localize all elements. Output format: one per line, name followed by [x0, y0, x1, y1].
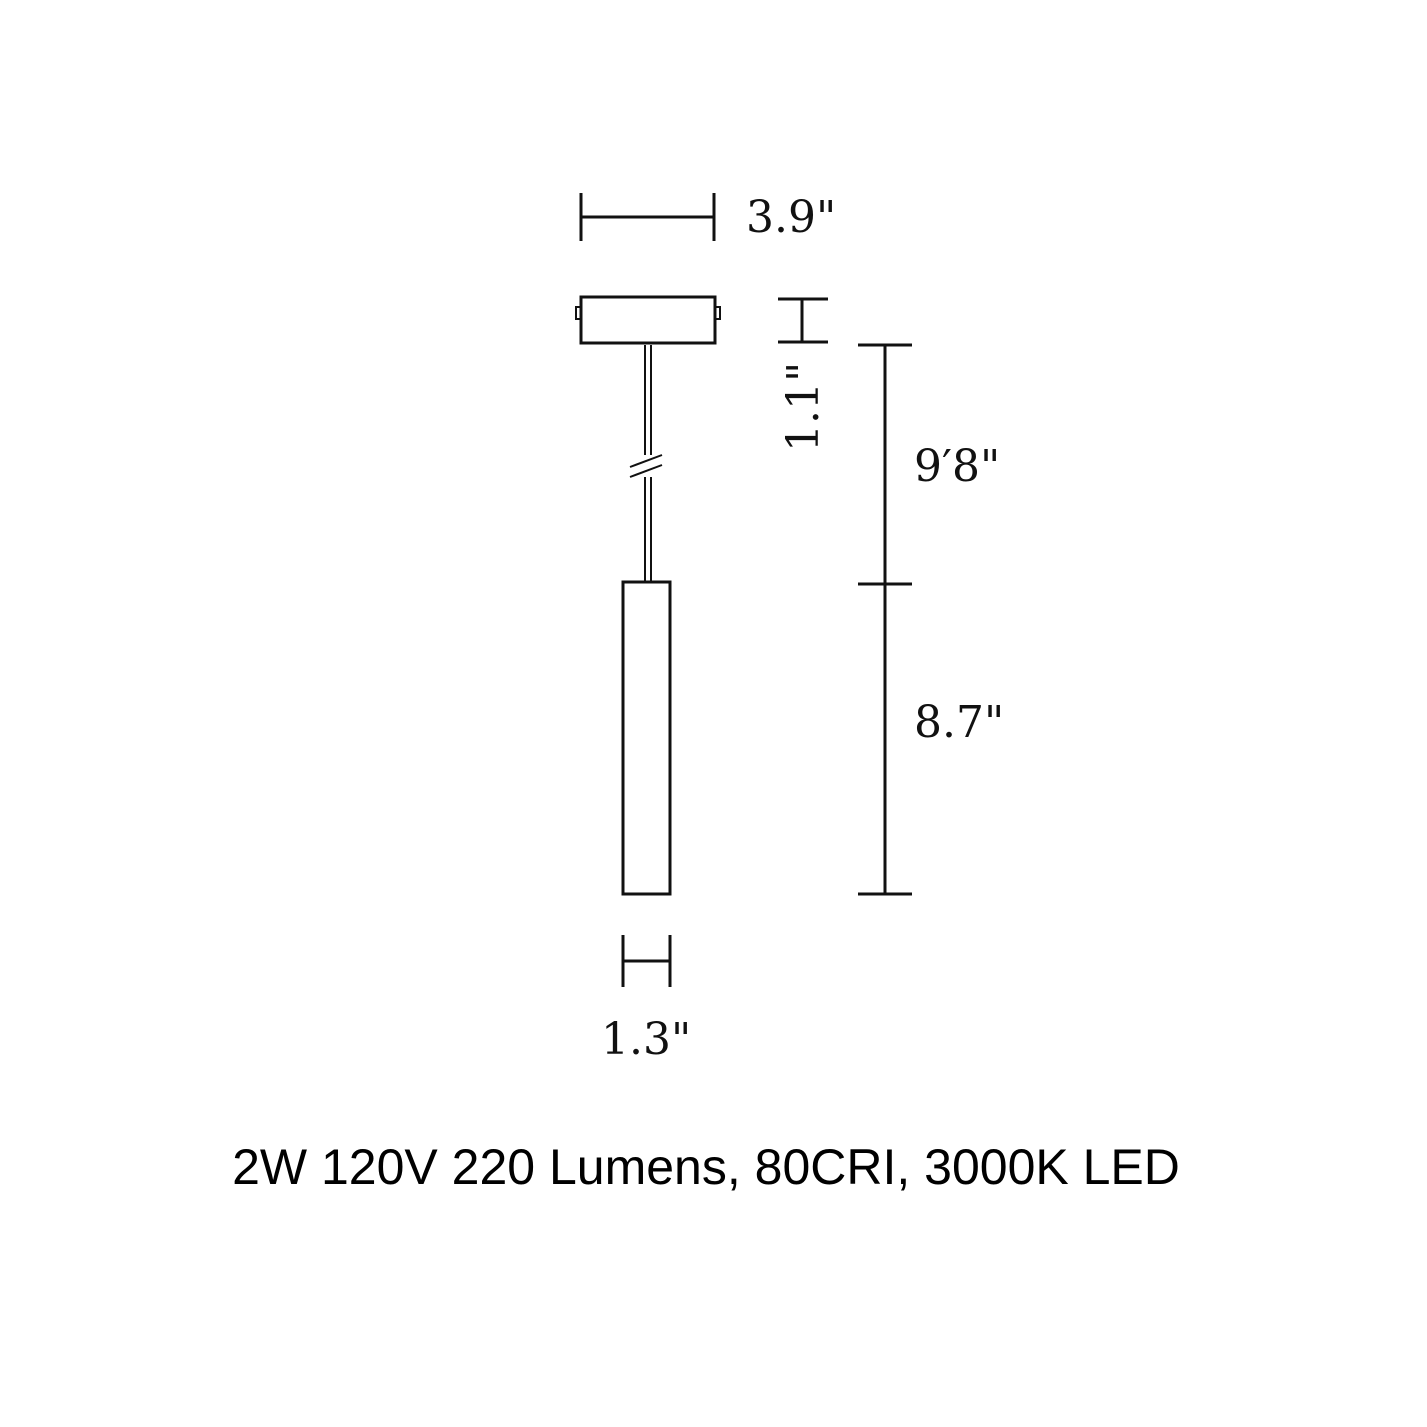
- canopy-width-label: 3.9": [746, 192, 836, 243]
- shade-diameter-label: 1.3": [601, 1014, 691, 1065]
- shade-length-label: 8.7": [914, 697, 1004, 748]
- spec-line: 2W 120V 220 Lumens, 80CRI, 3000K LED: [232, 1139, 1180, 1195]
- shade-diameter-dimension: 1.3": [601, 935, 691, 1065]
- suspension-cable: [629, 345, 663, 582]
- cylinder-shade: [621, 580, 672, 896]
- cable-break-mark-top: [629, 454, 663, 468]
- canopy-height-label: 1.1": [778, 362, 829, 452]
- cable-length-label: 9′8": [914, 441, 1000, 492]
- vertical-dimension: 9′8" 8.7": [858, 343, 1004, 896]
- canopy-body: [579, 295, 717, 345]
- canopy-right-screw: [714, 306, 721, 320]
- canopy: [575, 295, 721, 345]
- canopy-left-screw: [575, 306, 582, 320]
- canopy-width-dimension: 3.9": [579, 192, 836, 243]
- cable-break-mark-bottom: [629, 464, 663, 478]
- canopy-height-dimension: 1.1": [778, 297, 829, 452]
